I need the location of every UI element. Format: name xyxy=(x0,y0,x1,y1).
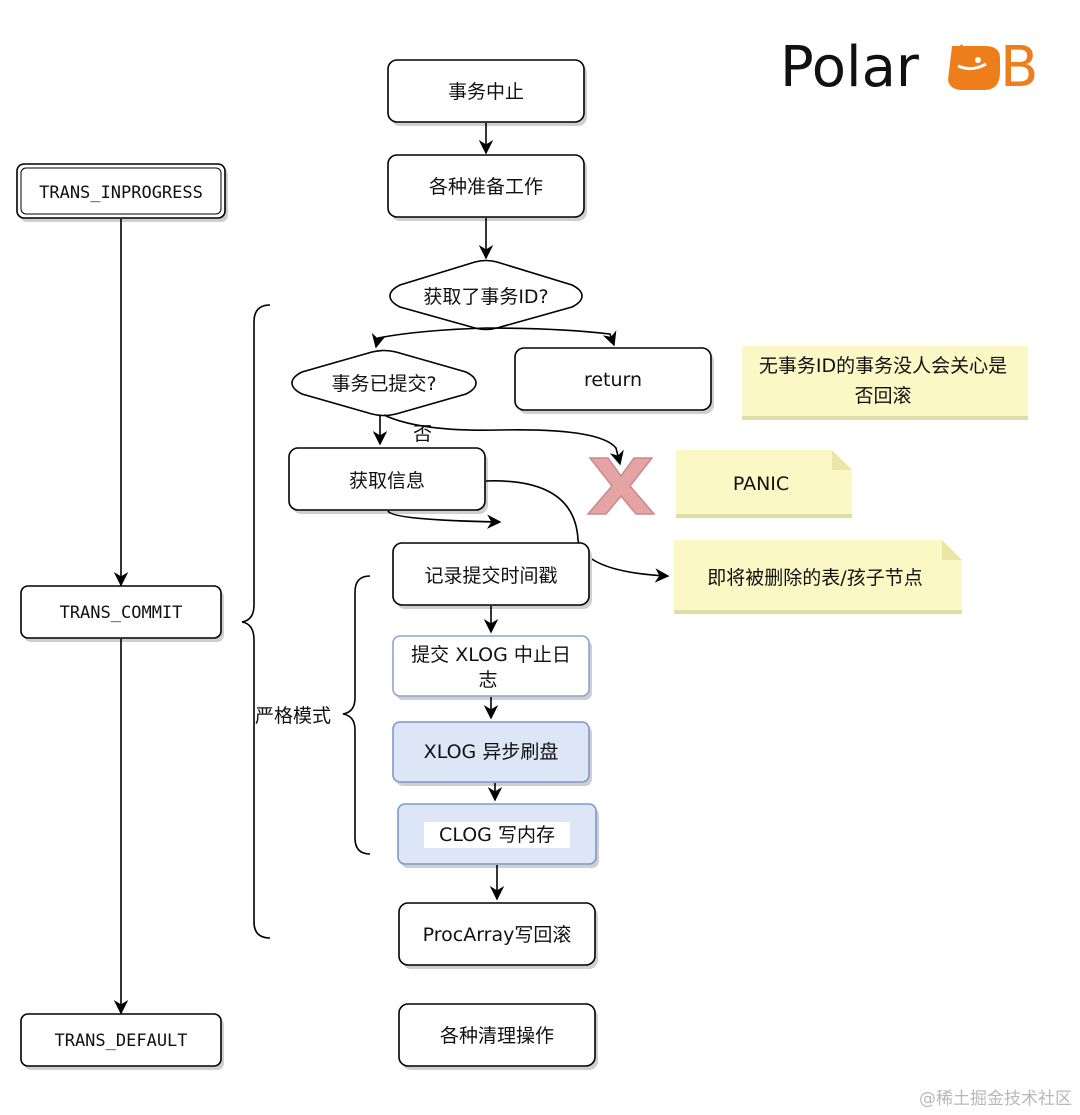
decision-got-xid-label: 获取了事务ID? xyxy=(423,286,548,308)
node-xlog-abort-line2: 志 xyxy=(478,669,497,691)
node-record-ts: 记录提交时间戳 xyxy=(392,542,592,609)
state-inprogress-label: TRANS_INPROGRESS xyxy=(39,183,203,203)
node-clog-write: CLOG 写内存 xyxy=(397,803,599,868)
node-record-ts-label: 记录提交时间戳 xyxy=(424,565,557,587)
node-abort: 事务中止 xyxy=(387,59,587,126)
edge-label-no: 否 xyxy=(413,423,432,445)
node-procarray-label: ProcArray写回滚 xyxy=(423,924,572,946)
decision-got-xid: 获取了事务ID? xyxy=(389,259,583,331)
state-commit: TRANS_COMMIT xyxy=(20,585,224,642)
watermark: @稀土掘金技术社区 xyxy=(919,1089,1072,1109)
node-return: return xyxy=(514,347,714,414)
note-delete-tables: 即将被删除的表/孩子节点 xyxy=(674,540,962,614)
outer-brace xyxy=(241,304,271,939)
node-xlog-abort: 提交 XLOG 中止日 志 xyxy=(392,635,592,700)
note-delete-tables-label: 即将被删除的表/孩子节点 xyxy=(707,567,922,589)
arrow-xid-yes xyxy=(371,327,487,349)
node-xlog-abort-line1: 提交 XLOG 中止日 xyxy=(411,644,571,666)
node-prepare: 各种准备工作 xyxy=(387,154,587,221)
state-inprogress: TRANS_INPROGRESS xyxy=(16,163,228,222)
node-prepare-label: 各种准备工作 xyxy=(429,176,543,198)
node-return-label: return xyxy=(584,369,642,391)
state-default: TRANS_DEFAULT xyxy=(20,1013,224,1070)
note-no-xid-line1: 无事务ID的事务没人会关心是 xyxy=(759,355,1007,377)
node-abort-label: 事务中止 xyxy=(448,81,524,103)
note-panic-label: PANIC xyxy=(733,473,789,495)
node-get-info-label: 获取信息 xyxy=(349,470,425,492)
node-cleanup: 各种清理操作 xyxy=(398,1003,598,1070)
note-no-xid-line2: 否回滚 xyxy=(854,385,911,407)
arrow-committed-yes-panic xyxy=(383,414,624,466)
arrow-xid-no xyxy=(485,327,617,347)
node-procarray: ProcArray写回滚 xyxy=(398,902,598,969)
node-xlog-flush-label: XLOG 异步刷盘 xyxy=(424,741,559,763)
node-get-info: 获取信息 xyxy=(288,447,488,514)
note-panic: PANIC xyxy=(676,450,852,518)
logo-text-b: B xyxy=(1000,35,1038,100)
arrow-info-record xyxy=(387,510,502,529)
decision-committed: 事务已提交? xyxy=(291,349,477,417)
strict-mode-label: 严格模式 xyxy=(255,705,331,727)
state-default-label: TRANS_DEFAULT xyxy=(54,1031,187,1051)
node-xlog-flush: XLOG 异步刷盘 xyxy=(392,721,592,786)
panic-cross-icon xyxy=(586,457,656,515)
logo-text-polar: Polar xyxy=(780,35,920,100)
decision-committed-label: 事务已提交? xyxy=(331,373,436,395)
note-no-xid: 无事务ID的事务没人会关心是 否回滚 xyxy=(742,346,1028,420)
strict-mode-brace xyxy=(342,575,371,855)
arrow-info-note xyxy=(485,480,670,583)
polardb-logo: Polar B xyxy=(780,35,1038,100)
bear-d-logo-icon xyxy=(948,44,1000,90)
state-commit-label: TRANS_COMMIT xyxy=(60,603,183,623)
node-cleanup-label: 各种清理操作 xyxy=(440,1025,554,1047)
node-clog-write-label: CLOG 写内存 xyxy=(439,824,555,846)
